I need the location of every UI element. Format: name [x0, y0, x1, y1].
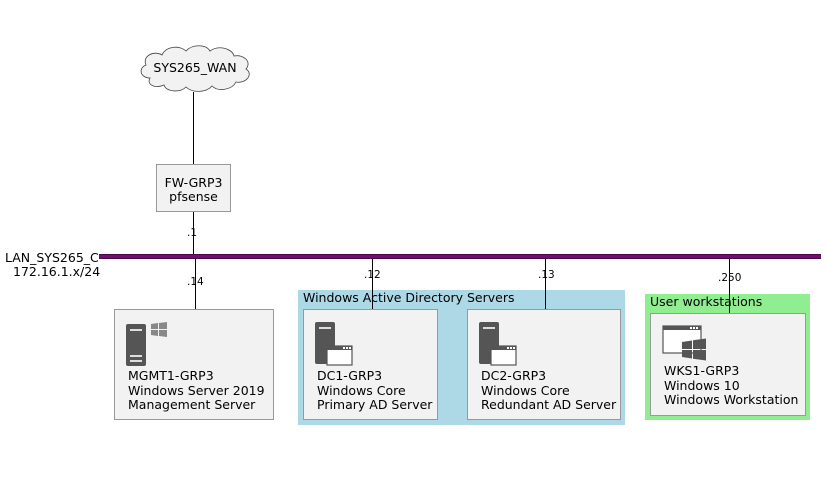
dc2-os: Windows Core [481, 382, 570, 398]
mgmt1-os: Windows Server 2019 [128, 382, 265, 398]
firewall-name: FW-GRP3 [164, 175, 223, 190]
dc1-node[interactable]: DC1-GRP3 Windows Core Primary AD Server [303, 309, 438, 420]
wan-cloud: SYS265_WAN [136, 42, 254, 94]
network-name: LAN_SYS265_C [5, 250, 99, 265]
cloud-icon [140, 45, 250, 92]
firewall-link [193, 212, 194, 256]
workstations-group-title: User workstations [650, 294, 763, 309]
dc2-node[interactable]: DC2-GRP3 Windows Core Redundant AD Serve… [467, 309, 621, 420]
server-console-icon [479, 322, 517, 366]
dc1-ip: .12 [364, 269, 381, 281]
wks1-os: Windows 10 [664, 377, 740, 393]
cloud-label: SYS265_WAN [153, 60, 237, 75]
wan-link [193, 92, 194, 164]
dc2-link [545, 259, 546, 309]
mgmt1-node[interactable]: MGMT1-GRP3 Windows Server 2019 Managemen… [114, 309, 274, 420]
server-windows-icon [126, 322, 167, 366]
dc1-link [372, 259, 373, 309]
dc1-role: Primary AD Server [317, 397, 433, 412]
ad-group-title: Windows Active Directory Servers [303, 290, 515, 305]
wks1-node[interactable]: WKS1-GRP3 Windows 10 Windows Workstation [650, 313, 806, 416]
firewall-node[interactable]: FW-GRP3 pfsense [156, 164, 231, 212]
mgmt1-role: Management Server [128, 397, 256, 412]
window-windows-icon [662, 325, 706, 361]
wks1-link [729, 259, 730, 313]
server-console-icon [315, 322, 353, 366]
mgmt1-ip: .14 [187, 276, 204, 288]
dc1-name: DC1-GRP3 [317, 368, 383, 383]
firewall-ip: .1 [187, 227, 198, 239]
mgmt1-link [195, 259, 196, 309]
wks1-role: Windows Workstation [664, 392, 799, 407]
firewall-role: pfsense [169, 189, 218, 204]
lan-bus [99, 254, 821, 259]
wks1-ip: .250 [718, 272, 742, 284]
dc2-ip: .13 [538, 269, 555, 281]
dc2-name: DC2-GRP3 [481, 368, 547, 383]
dc1-os: Windows Core [317, 382, 406, 398]
dc2-role: Redundant AD Server [481, 397, 617, 412]
mgmt1-name: MGMT1-GRP3 [128, 368, 214, 383]
wks1-name: WKS1-GRP3 [664, 363, 740, 378]
network-subnet: 172.16.1.x/24 [13, 264, 101, 279]
